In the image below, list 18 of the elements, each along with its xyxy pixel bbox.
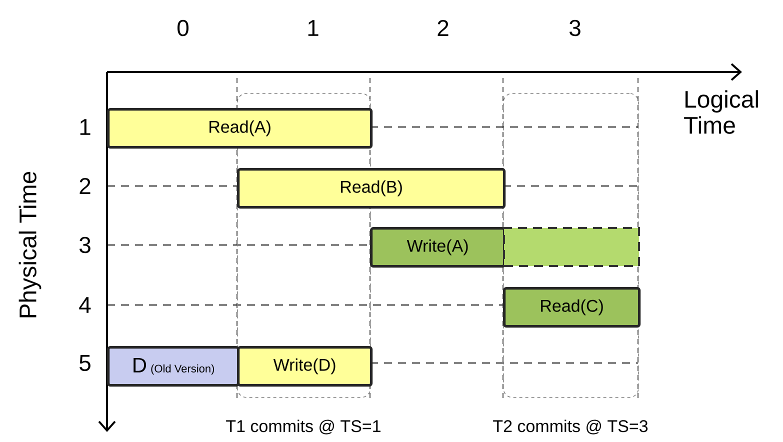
tick-label: 3 (570, 20, 580, 36)
caption-text: T1 commits @ TS=1 (226, 420, 380, 434)
task-bar: Write(D) (237, 346, 373, 387)
tick-label: 3 (79, 236, 90, 254)
tick-label: 0 (178, 20, 189, 36)
task-bar: Read(C) (503, 287, 641, 328)
caption-text: T2 commits @ TS=3 (493, 420, 648, 434)
tick-label: 2 (80, 178, 90, 194)
tick-label: 1 (308, 20, 318, 36)
tick-label: 4 (79, 297, 91, 313)
task-bar: Write(A) (370, 227, 506, 268)
task-bar: Read(A) (107, 108, 373, 149)
axis-label: Physical Time (18, 172, 42, 318)
task-bar: Read(B) (237, 168, 506, 209)
dashed-bar (503, 227, 640, 267)
task-bar: D (Old Version) (107, 346, 240, 387)
tick-label: 2 (438, 20, 448, 36)
axis-label: Logical Time (684, 90, 758, 134)
